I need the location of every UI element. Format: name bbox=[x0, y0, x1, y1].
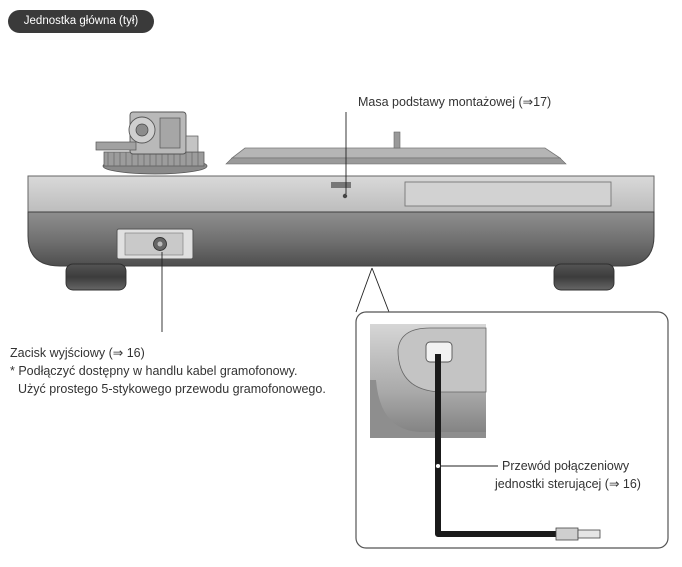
ground-callout: Masa podstawy montażowej (⇒17) bbox=[358, 95, 552, 109]
note-line-1: * Podłączyć dostępny w handlu kabel gram… bbox=[10, 364, 298, 378]
section-title-badge: Jednostka główna (tył) bbox=[8, 10, 154, 33]
ground-plate bbox=[331, 182, 351, 188]
note-line-2: Użyć prostego 5-stykowego przewodu gramo… bbox=[18, 382, 326, 396]
cable-plug bbox=[555, 527, 579, 541]
chassis-base bbox=[27, 211, 655, 267]
spindle bbox=[393, 131, 401, 149]
leader-lines bbox=[161, 112, 390, 332]
tonearm bbox=[95, 111, 208, 175]
detail-inset bbox=[355, 311, 669, 549]
chassis-top bbox=[27, 175, 655, 213]
control-cable bbox=[435, 354, 556, 537]
output-terminal-callout: Zacisk wyjściowy (⇒ 16) bbox=[10, 346, 145, 360]
ground-terminal bbox=[342, 193, 348, 199]
platter bbox=[225, 131, 567, 165]
feet bbox=[65, 263, 615, 291]
cable-callout-line-1: Przewód połączeniowy bbox=[502, 459, 630, 473]
cable-callout-line-2: jednostki sterującej (⇒ 16) bbox=[495, 477, 641, 491]
